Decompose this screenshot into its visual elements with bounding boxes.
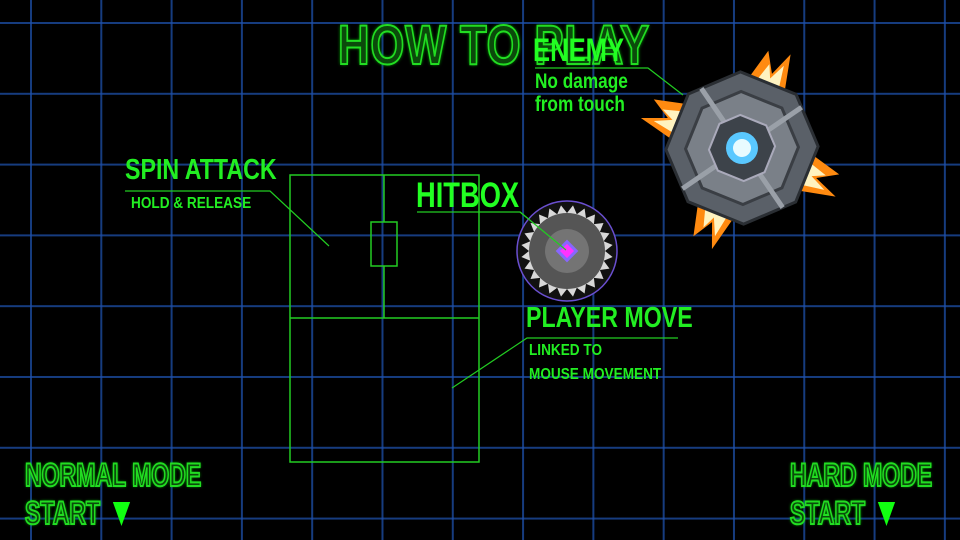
player-saw-icon — [516, 200, 618, 302]
normal-mode-start-button[interactable]: START — [24, 494, 131, 532]
normal-start-label: START — [24, 494, 101, 532]
enemy-desc-line2: from touch — [535, 93, 625, 116]
player-move-label: PLAYER MOVE — [526, 302, 693, 334]
leader-lines — [125, 67, 684, 389]
page-title: HOW TO PLAY — [337, 12, 650, 77]
spin-attack-label: SPIN ATTACK — [125, 154, 277, 186]
triangle-down-icon — [878, 501, 896, 526]
hard-mode-start-button[interactable]: START — [789, 494, 896, 532]
hitbox-label: HITBOX — [416, 176, 520, 215]
hard-start-label: START — [789, 494, 866, 532]
player-move-line1: LINKED TO — [529, 342, 603, 359]
triangle-down-icon — [113, 501, 131, 526]
hard-mode-label: HARD MODE — [789, 456, 933, 494]
mouse-diagram — [289, 174, 480, 463]
player-move-line2: MOUSE MOVEMENT — [529, 366, 662, 383]
enemy-desc-line1: No damage — [535, 70, 628, 93]
spin-attack-detail: HOLD & RELEASE — [131, 195, 252, 212]
enemy-label: ENEMY — [533, 32, 625, 68]
normal-mode-label: NORMAL MODE — [24, 456, 202, 494]
enemy-ship-icon — [640, 50, 840, 250]
